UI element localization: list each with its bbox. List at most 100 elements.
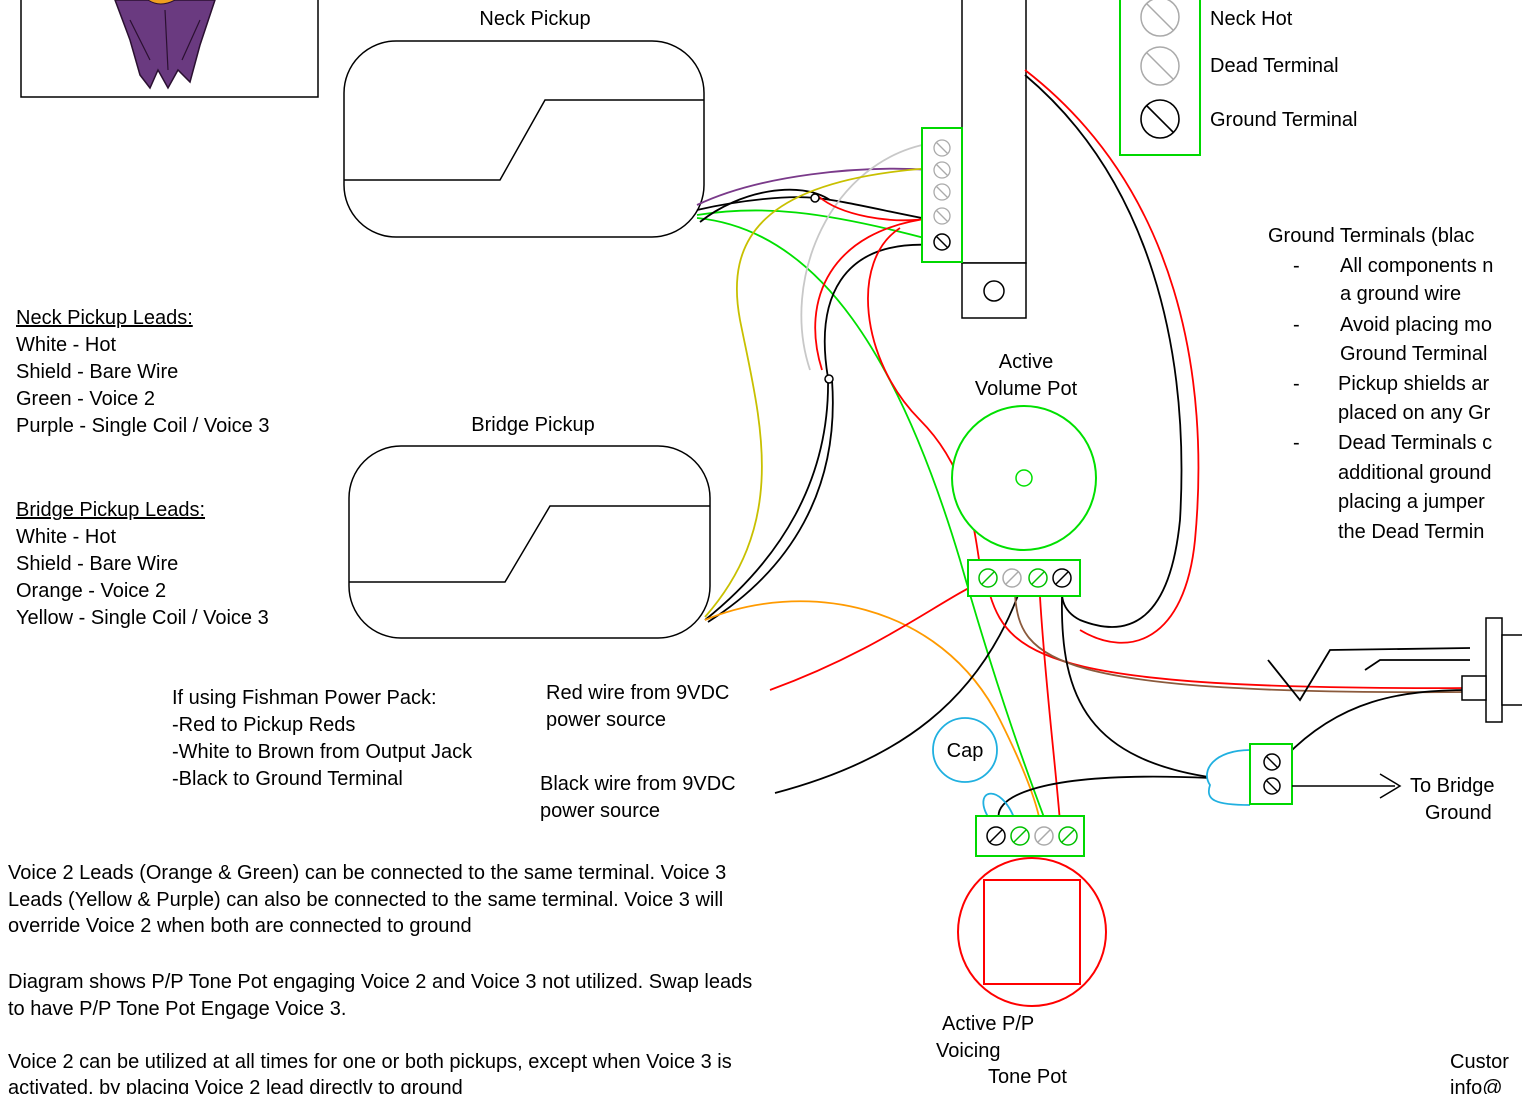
legend-neck-hot: Neck Hot — [1210, 8, 1293, 30]
power-red-label-1: Red wire from 9VDC — [546, 682, 729, 704]
wire-switch-ground — [1024, 74, 1183, 628]
wire-red-to-volume — [867, 227, 986, 593]
note-line: Diagram shows P/P Tone Pot engaging Voic… — [8, 971, 752, 993]
neck-lead-line: Shield - Bare Wire — [16, 361, 178, 383]
wire-switch-red — [1024, 69, 1200, 644]
neck-leads: Neck Pickup Leads: White - Hot Shield - … — [16, 307, 269, 437]
note-line: override Voice 2 when both are connected… — [8, 915, 472, 937]
volume-pot: Active Volume Pot — [951, 351, 1097, 597]
ground-notes-dash: - — [1293, 314, 1300, 336]
wire-cap — [982, 792, 1016, 821]
bridge-leads: Bridge Pickup Leads: White - Hot Shield … — [16, 499, 269, 629]
logo — [20, 0, 319, 98]
fishman-line: -White to Brown from Output Jack — [172, 741, 473, 763]
ground-note-line: Avoid placing mo — [1340, 314, 1492, 336]
tone-pot-label-2: Voicing — [936, 1040, 1001, 1062]
ground-note-line: Dead Terminals c — [1338, 432, 1492, 454]
ground-notes-dash: - — [1293, 255, 1300, 277]
ground-block: To Bridge Ground — [1206, 743, 1495, 824]
mount-hole-icon — [983, 280, 1005, 302]
legend-ground-terminal: Ground Terminal — [1210, 109, 1357, 131]
bridge-lead-line: Orange - Voice 2 — [16, 580, 166, 602]
bridge-lead-line: Shield - Bare Wire — [16, 553, 178, 575]
bridge-pickup-label: Bridge Pickup — [471, 414, 594, 436]
wire-neck-purple — [696, 167, 933, 206]
wire-volume-tone-red — [1039, 596, 1061, 823]
contact: Custor info@ — [1450, 1051, 1509, 1094]
bridge-lead-line: White - Hot — [16, 526, 116, 548]
volume-pot-label-2: Volume Pot — [975, 378, 1078, 400]
wire-jack-tip — [1267, 647, 1471, 702]
ground-notes-dash: - — [1293, 432, 1300, 454]
ground-note-line: additional ground — [1338, 462, 1491, 484]
wire-bridge-yellow — [704, 167, 933, 618]
splice-icon — [810, 193, 820, 203]
ground-note-line: placing a jumper — [1338, 491, 1485, 513]
neck-leads-heading: Neck Pickup Leads: — [16, 307, 193, 329]
bridge-ground-label-2: Ground — [1425, 802, 1492, 824]
wire-bridge-shield-2 — [707, 379, 834, 623]
wire-neck-white — [800, 142, 933, 371]
volume-pot-label-1: Active — [999, 351, 1053, 373]
fishman-line: If using Fishman Power Pack: — [172, 687, 437, 709]
note-line: Voice 2 can be utilized at all times for… — [8, 1051, 732, 1073]
ground-notes-dash: - — [1293, 373, 1300, 395]
wire-volume-ground-block — [1061, 596, 1216, 779]
ground-note-line: a ground wire — [1340, 283, 1461, 305]
switch-terminal-block — [921, 127, 963, 263]
legend: Neck Hot Dead Terminal Ground Terminal — [1119, 0, 1357, 156]
ground-note-line: the Dead Termin — [1338, 521, 1484, 543]
neck-pickup-label: Neck Pickup — [479, 8, 590, 30]
wire-tone-ground-block — [997, 775, 1211, 823]
bottom-notes: Voice 2 Leads (Orange & Green) can be co… — [8, 862, 752, 1094]
neck-pickup: Neck Pickup — [343, 8, 705, 238]
wire-bridge-shield-1 — [704, 377, 829, 621]
ground-note-line: All components n — [1340, 255, 1493, 277]
legend-dead-terminal: Dead Terminal — [1210, 55, 1339, 77]
bridge-lead-line: Yellow - Single Coil / Voice 3 — [16, 607, 269, 629]
note-line: Voice 2 Leads (Orange & Green) can be co… — [8, 862, 726, 884]
wire-neck-black — [699, 188, 831, 223]
wire-bridge-orange — [704, 600, 1041, 823]
wire-bridge-ground — [823, 243, 933, 379]
ground-note-line: placed on any Gr — [1338, 402, 1491, 424]
capacitor: Cap — [932, 717, 998, 783]
wire-red-to-switch — [814, 217, 933, 371]
ground-notes: Ground Terminals (blac - All components … — [1268, 225, 1493, 543]
note-line: Leads (Yellow & Purple) can also be conn… — [8, 889, 723, 911]
bridge-leads-heading: Bridge Pickup Leads: — [16, 499, 205, 521]
wire-volume-red-jack — [989, 594, 1471, 689]
cap-label: Cap — [947, 740, 984, 762]
neck-lead-line: Purple - Single Coil / Voice 3 — [16, 415, 269, 437]
tone-pot-label-1: Active P/P — [942, 1013, 1034, 1035]
ground-note-line: Pickup shields ar — [1338, 373, 1490, 395]
fishman-line: -Black to Ground Terminal — [172, 768, 403, 790]
ground-notes-heading: Ground Terminals (blac — [1268, 225, 1474, 247]
wire-power-red — [769, 579, 986, 691]
note-line: activated, by placing Voice 2 lead direc… — [8, 1077, 463, 1094]
power-labels: Red wire from 9VDC power source Black wi… — [540, 682, 736, 822]
neck-lead-line: White - Hot — [16, 334, 116, 356]
wire-jack-ring — [1364, 659, 1470, 671]
ground-note-line: Ground Terminal — [1340, 343, 1487, 365]
bridge-pickup: Bridge Pickup — [348, 414, 711, 639]
fishman-line: -Red to Pickup Reds — [172, 714, 355, 736]
fishman-note: If using Fishman Power Pack: -Red to Pic… — [172, 687, 473, 790]
tone-pot: Active P/P Voicing Tone Pot — [936, 815, 1107, 1088]
wire-neck-green-to-terminal — [696, 209, 933, 241]
power-black-label-2: power source — [540, 800, 660, 822]
splice-icon — [824, 374, 834, 384]
arrow-right-icon — [1379, 773, 1402, 799]
wire-power-black — [774, 589, 1021, 794]
power-red-label-2: power source — [546, 709, 666, 731]
note-line: to have P/P Tone Pot Engage Voice 3. — [8, 998, 346, 1020]
wires — [696, 69, 1471, 823]
wire-ground-jack — [1284, 689, 1471, 758]
bridge-ground-label-1: To Bridge — [1410, 775, 1495, 797]
contact-line-2: info@ — [1450, 1077, 1503, 1094]
neck-lead-line: Green - Voice 2 — [16, 388, 155, 410]
pickup-switch — [961, 0, 1027, 319]
wire-volume-brown-jack — [1014, 594, 1471, 694]
